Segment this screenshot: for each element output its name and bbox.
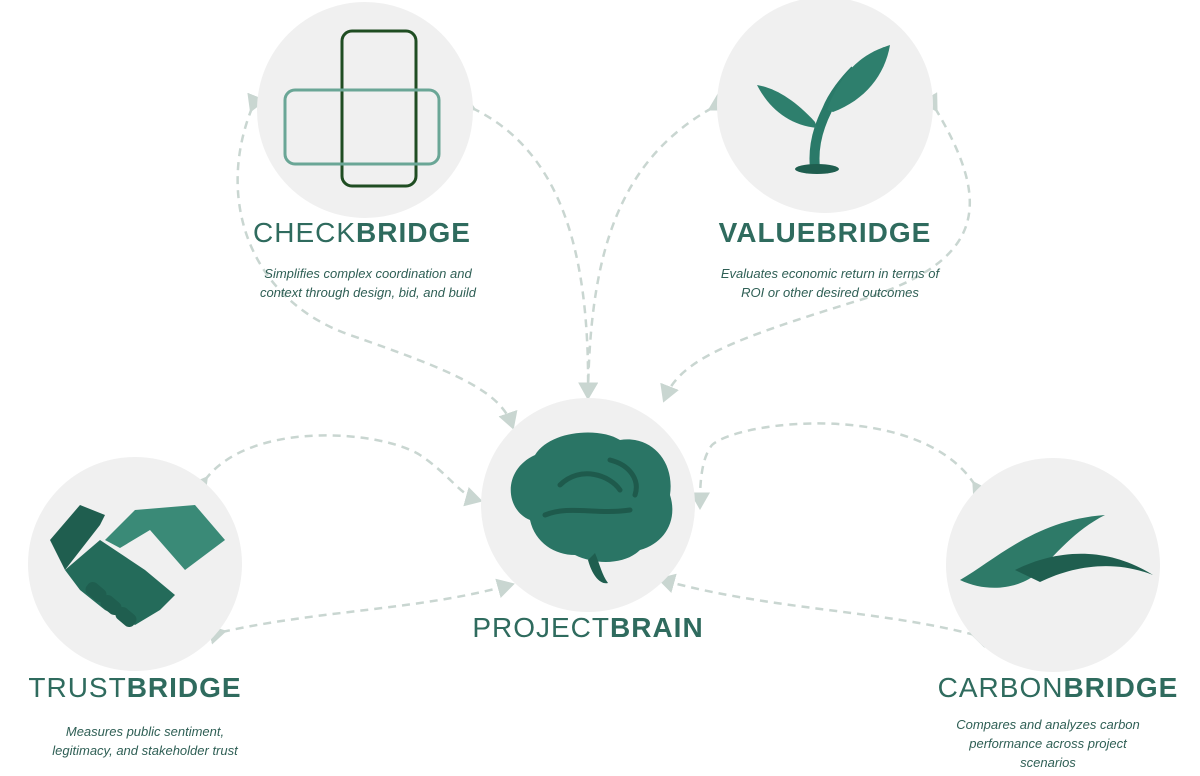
title-bold: BRIDGE bbox=[356, 217, 471, 248]
title-light: CHECK bbox=[253, 217, 357, 248]
arrow-carbonbridge-brain-2 bbox=[657, 573, 990, 648]
projectbrain-title: PROJECTBRAIN bbox=[472, 612, 703, 644]
title-light: PROJECT bbox=[472, 612, 611, 643]
carbonbridge-title: CARBONBRIDGE bbox=[938, 672, 1179, 704]
checkbridge-circle[interactable] bbox=[257, 2, 473, 218]
checkbridge-description: Simplifies complex coordination and cont… bbox=[259, 266, 477, 300]
title-bold: BRAIN bbox=[610, 612, 704, 643]
leaf-icon bbox=[960, 515, 1153, 588]
title-bold: BRIDGE bbox=[1063, 672, 1179, 703]
arrow-valuebridge-brain-2 bbox=[660, 92, 972, 403]
brain-icon bbox=[510, 432, 673, 584]
title-light: VALUE bbox=[718, 217, 817, 248]
arrow-valuebridge-brain bbox=[578, 93, 728, 400]
sprout-icon bbox=[757, 45, 890, 174]
title-light: CARBON bbox=[937, 672, 1064, 703]
title-bold: BRIDGE bbox=[816, 217, 932, 248]
trustbridge-description: Measures public sentiment, legitimacy, a… bbox=[52, 724, 238, 758]
trustbridge-title: TRUSTBRIDGE bbox=[28, 672, 241, 704]
title-light: TRUST bbox=[28, 672, 127, 703]
checkbridge-title: CHECKBRIDGE bbox=[253, 217, 471, 249]
valuebridge-description: Evaluates economic return in terms of RO… bbox=[720, 266, 940, 300]
carbonbridge-description: Compares and analyzes carbon performance… bbox=[956, 717, 1140, 770]
arrow-checkbridge-brain-2 bbox=[456, 93, 599, 400]
valuebridge-title: VALUEBRIDGE bbox=[719, 217, 932, 249]
overlapping-rectangles-icon bbox=[283, 29, 441, 188]
title-bold: BRIDGE bbox=[126, 672, 242, 703]
arrow-carbonbridge-brain bbox=[690, 422, 991, 510]
arrow-trustbridge-brain-2 bbox=[207, 578, 515, 645]
handshake-icon bbox=[50, 505, 225, 627]
arrow-trustbridge-brain bbox=[189, 434, 483, 507]
